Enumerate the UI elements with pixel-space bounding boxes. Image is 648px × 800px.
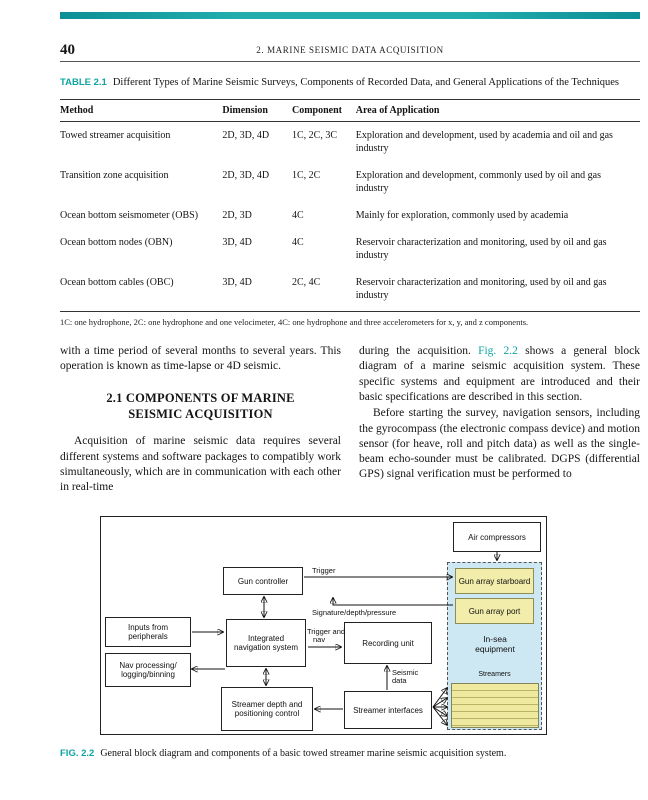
cell-method: Ocean bottom nodes (OBN) — [60, 237, 173, 249]
cell-dimension: 3D, 4D — [222, 269, 292, 313]
paragraph: Before starting the survey, navigation s… — [359, 407, 640, 481]
paragraph-text: during the acquisition. — [359, 345, 479, 358]
diagram-box-gun-array-starboard: Gun array starboard — [455, 568, 534, 595]
cell-component: 1C, 2C, 3C — [291, 130, 337, 142]
cell-component: 4C — [291, 210, 304, 222]
cell-dimension: 2D, 3D, 4D — [222, 130, 270, 142]
cell-component: 4C — [291, 237, 304, 249]
cell-dimension: 2D, 3D, 4D — [222, 170, 270, 182]
paragraph: Acquisition of marine seismic data requi… — [60, 435, 341, 494]
table-row: Towed streamer acquisition 2D, 3D, 4D 1C… — [60, 122, 640, 163]
cell-method: Transition zone acquisition — [60, 170, 169, 182]
figure-caption-label: FIG. 2.2 — [60, 748, 95, 760]
column-header-component: Component — [291, 99, 356, 123]
paragraph: during the acquisition. Fig. 2.2 shows a… — [359, 344, 640, 405]
right-column: during the acquisition. Fig. 2.2 shows a… — [359, 344, 640, 496]
edge-label-trigger-nav-line1: Trigger and — [307, 627, 345, 636]
figure-reference-link[interactable]: Fig. 2.2 — [478, 345, 518, 358]
cell-application: Reservoir characterization and monitorin… — [355, 237, 607, 262]
table-row: Transition zone acquisition 2D, 3D, 4D 1… — [60, 162, 640, 202]
streamers-label: Streamers — [478, 671, 511, 679]
table-label: TABLE 2.1 — [60, 77, 107, 88]
header-rule — [60, 61, 640, 62]
cell-application: Mainly for exploration, commonly used by… — [355, 210, 569, 222]
table-row: Ocean bottom nodes (OBN) 3D, 4D 4C Reser… — [60, 229, 640, 269]
table-footnote: 1C: one hydrophone, 2C: one hydrophone a… — [60, 317, 529, 328]
table-caption: TABLE 2.1 Different Types of Marine Seism… — [60, 76, 640, 90]
arrow-interfaces-to-streamer — [432, 698, 447, 708]
table-block: TABLE 2.1 Different Types of Marine Seism… — [60, 76, 640, 327]
column-header-method: Method — [60, 99, 223, 123]
diagram-box-air-compressors: Air compressors — [453, 522, 541, 553]
arrow-interfaces-to-streamer — [432, 688, 447, 708]
diagram-box-inputs-from-peripherals: Inputs from peripherals — [105, 617, 191, 648]
edge-label-seismic-line1: Seismic — [392, 668, 419, 677]
diagram-box-streamer-interfaces: Streamer interfaces — [344, 691, 432, 730]
cell-method: Ocean bottom seismometer (OBS) — [60, 210, 199, 222]
arrow-interfaces-to-streamer — [432, 707, 447, 725]
page-content: 40 2. MARINE SEISMIC DATA ACQUISITION TA… — [60, 0, 640, 761]
section-heading-line2: SEISMIC ACQUISITION — [128, 406, 273, 421]
diagram-box-streamer-depth-control: Streamer depth and positioning control — [221, 687, 313, 732]
figure-caption-text: General block diagram and components of … — [100, 748, 507, 760]
table-row: Ocean bottom cables (OBC) 3D, 4D 2C, 4C … — [60, 269, 640, 313]
left-column: with a time period of several months to … — [60, 344, 341, 496]
cell-dimension: 3D, 4D — [222, 237, 252, 249]
figure-diagram: Air compressors Gun array starboard Gun … — [100, 516, 547, 736]
cell-method: Ocean bottom cables (OBC) — [60, 269, 223, 313]
figure-caption: FIG. 2.2 General block diagram and compon… — [60, 747, 640, 760]
body-columns: with a time period of several months to … — [60, 344, 640, 496]
edge-label-trigger: Trigger — [312, 566, 336, 575]
survey-types-table: Method Dimension Component Area of Appli… — [60, 99, 640, 313]
diagram-box-nav-processing: Nav processing/ logging/binning — [105, 653, 191, 688]
cell-dimension: 2D, 3D — [222, 210, 252, 222]
diagram-box-integrated-navigation-system: Integrated navigation system — [226, 619, 306, 668]
page-number: 40 — [60, 42, 75, 58]
streamers-strip — [451, 683, 539, 729]
diagram-box-gun-array-port: Gun array port — [455, 598, 534, 625]
arrow-signature-return — [333, 598, 453, 606]
in-sea-equipment-label: In-sea equipment — [475, 634, 515, 655]
arrow-interfaces-to-streamer — [432, 706, 447, 716]
running-title: 2. MARINE SEISMIC DATA ACQUISITION — [256, 45, 444, 55]
cell-application: Exploration and development, commonly us… — [355, 170, 602, 195]
section-heading: 2.1 COMPONENTS OF MARINE SEISMIC ACQUISI… — [70, 390, 331, 423]
edge-label-seismic-line2: data — [392, 676, 407, 685]
cell-component: 2C, 4C — [291, 269, 356, 313]
top-accent-bar — [60, 12, 640, 19]
paragraph-text: shows a general block diagram of a marin… — [359, 345, 641, 404]
diagram-box-gun-controller: Gun controller — [223, 567, 303, 596]
edge-label-signature: Signature/depth/pressure — [312, 608, 396, 617]
table-row: Ocean bottom seismometer (OBS) 2D, 3D 4C… — [60, 202, 640, 229]
section-heading-line1: 2.1 COMPONENTS OF MARINE — [106, 390, 295, 405]
cell-component: 1C, 2C — [291, 170, 321, 182]
column-header-dimension: Dimension — [222, 99, 292, 123]
cell-application: Reservoir characterization and monitorin… — [355, 269, 640, 313]
diagram-box-recording-unit: Recording unit — [344, 622, 432, 665]
paragraph: with a time period of several months to … — [60, 345, 341, 373]
running-header: 40 2. MARINE SEISMIC DATA ACQUISITION — [60, 41, 640, 58]
edge-label-trigger-nav-line2: nav — [313, 635, 325, 644]
cell-method: Towed streamer acquisition — [60, 130, 171, 142]
cell-application: Exploration and development, used by aca… — [355, 130, 613, 155]
table-header-row: Method Dimension Component Area of Appli… — [60, 99, 640, 123]
column-header-application: Area of Application — [355, 99, 640, 123]
table-caption-text: Different Types of Marine Seismic Survey… — [112, 77, 620, 88]
